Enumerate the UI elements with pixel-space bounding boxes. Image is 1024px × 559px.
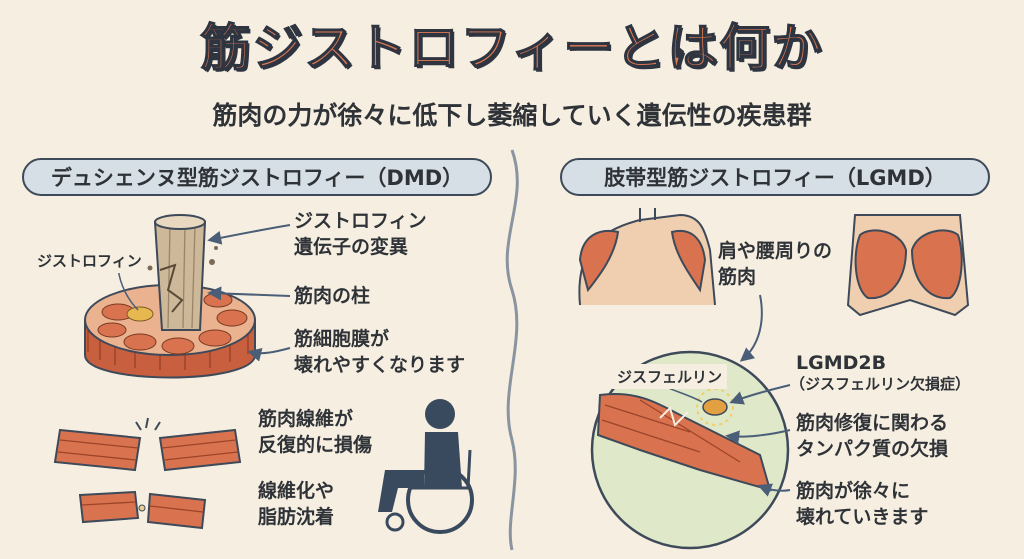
membrane-label: 筋細胞膜が 壊れやすくなります: [294, 328, 466, 376]
shoulder-hip-label: 肩や腰周りの 筋肉: [718, 240, 833, 288]
dmd-header: デュシェンヌ型筋ジストロフィー（DMD）: [22, 158, 492, 196]
muscle-column: [147, 214, 218, 331]
breakdown-label: 筋肉が徐々に 壊れていきます: [796, 480, 929, 528]
wheelchair-figure: [378, 399, 474, 534]
lgmd2b-sub-label: （ジスフェルリン欠損症）: [790, 375, 971, 393]
repair-protein-label: 筋肉修復に関わる タンパク質の欠損: [796, 412, 949, 460]
muscle-column-label: 筋肉の柱: [294, 285, 371, 307]
dysferlin-tag: ジスフェルリン: [612, 364, 728, 389]
damaged-fiber-top: [53, 417, 242, 472]
lgmd-header: 肢帯型筋ジストロフィー（LGMD）: [560, 158, 990, 196]
fiber-damage-label: 筋肉線維が 反復的に損傷: [258, 408, 373, 456]
dystrophin-tag: ジストロフィン: [32, 248, 147, 273]
shoulder-illustration: [578, 208, 716, 306]
fibrosis-label: 線維化や 脂肪沈着: [258, 480, 335, 528]
gene-mutation-label: ジストロフィン 遺伝子の変異: [294, 210, 427, 258]
center-divider: [505, 149, 519, 551]
lgmd2b-label: LGMD2B: [796, 352, 887, 374]
hip-illustration: [846, 214, 970, 317]
page-title: 筋ジストロフィーとは何か: [200, 18, 824, 78]
page-subtitle: 筋肉の力が徐々に低下し萎縮していく遺伝性の疾患群: [212, 101, 812, 130]
damaged-fiber-bottom: [78, 490, 207, 530]
